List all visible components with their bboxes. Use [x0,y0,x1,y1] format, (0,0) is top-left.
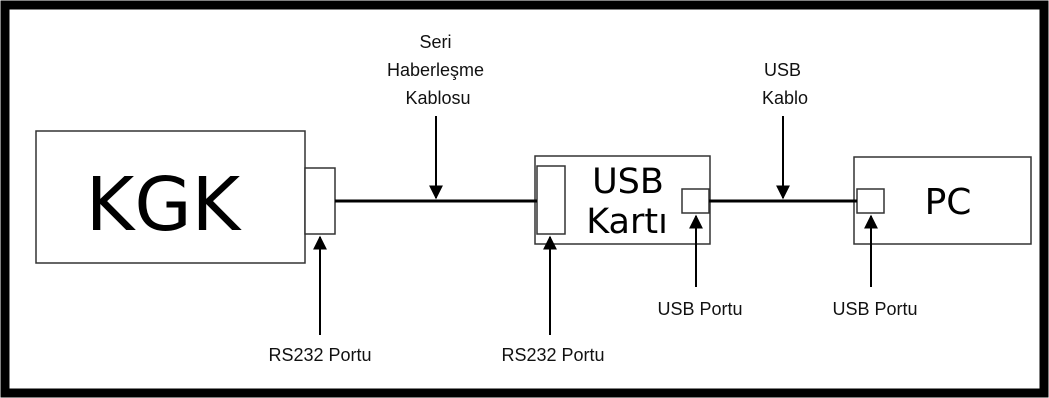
pc-label: PC [925,182,972,223]
serial-cable-label: Seri Haberleşme Kablosu [387,32,489,108]
kgk-label: KGK [86,162,243,248]
usb-cable-label: USB Kablo [762,60,808,108]
pc-usb-label: USB Portu [832,299,917,319]
kgk-rs232-port [304,167,336,235]
pc-usb-port [856,188,885,214]
usb-card-rs232-port [536,165,566,235]
usb-card-label-line1: USB [592,162,664,202]
usb-card-usb-port [681,188,710,214]
kgk-block [35,130,306,264]
usb-card-rs232-label: RS232 Portu [501,345,604,365]
kgk-rs232-label: RS232 Portu [268,345,371,365]
usb-card-usb-label: USB Portu [657,299,742,319]
usb-card-label-line2: Kartı [586,202,668,242]
